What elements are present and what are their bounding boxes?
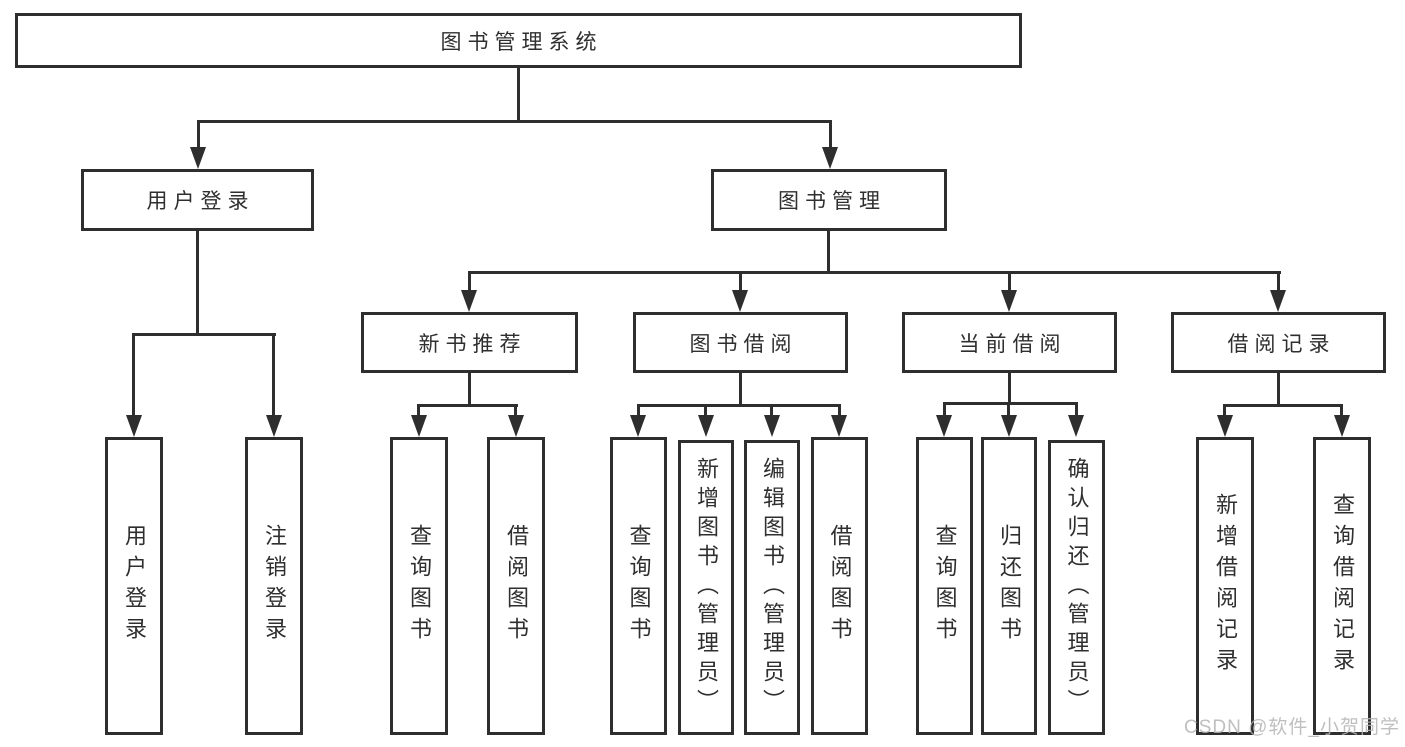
connector-current-borrow-branch [943, 402, 1078, 405]
connector-to-nb-borrow [514, 404, 517, 420]
node-label: 查询图书 [407, 524, 432, 648]
node-leaf-confirm-return-admin: 确认归还（管理员） [1048, 440, 1105, 735]
node-leaf-borrow-books: 借阅图书 [487, 437, 545, 735]
connector-to-leaf-login [132, 333, 135, 417]
node-leaf-query-books: 查询图书 [390, 437, 448, 735]
connector-to-cb-query [943, 402, 946, 418]
connector-borrow-record-stem [1277, 373, 1280, 406]
node-leaf-query-books: 查询图书 [610, 437, 667, 735]
node-label: 图书管理 [778, 190, 886, 213]
arrowhead-cb-query [936, 415, 952, 437]
connector-user-login-branch [132, 333, 276, 336]
connector-book-mgmt-branch [468, 271, 1281, 274]
node-leaf-query-borrow-record: 查询借阅记录 [1313, 437, 1371, 735]
connector-to-borrow-record [1277, 271, 1280, 293]
connector-borrow-record-branch [1223, 404, 1343, 407]
connector-to-bb-edit [770, 404, 773, 420]
node-leaf-add-books-admin: 新增图书（管理员） [678, 440, 734, 735]
node-library-management-system: 图书管理系统 [15, 13, 1022, 68]
node-label: 编辑图书（管理员） [760, 457, 785, 718]
node-leaf-borrow-books: 借阅图书 [811, 437, 868, 735]
node-label: 查询图书 [932, 524, 958, 648]
connector-to-cb-confirm [1075, 402, 1078, 418]
arrowhead-nb-query [411, 415, 427, 437]
connector-to-br-add [1223, 404, 1226, 420]
connector-to-cb-return [1007, 402, 1010, 418]
connector-to-book-borrow [739, 271, 742, 293]
node-label: 借阅图书 [504, 524, 529, 648]
node-book-management: 图书管理 [711, 169, 947, 231]
node-label: 借阅记录 [1227, 332, 1336, 356]
node-label: 图书管理系统 [440, 30, 603, 54]
connector-user-login-stem [196, 231, 199, 335]
node-leaf-query-books: 查询图书 [916, 437, 973, 735]
arrowhead-nb-borrow [508, 415, 524, 437]
arrowhead-leaf-login [126, 415, 142, 437]
node-label: 借阅图书 [827, 524, 853, 648]
node-leaf-user-login: 用户登录 [105, 437, 163, 735]
connector-to-bb-add [704, 404, 707, 420]
arrowhead-new-book [461, 290, 477, 312]
arrowhead-bb-add [698, 415, 714, 437]
connector-to-br-query [1340, 404, 1343, 420]
connector-to-bb-borrow [838, 404, 841, 420]
arrowhead-book-borrow [732, 290, 748, 312]
node-label: 用户登录 [146, 190, 255, 213]
node-user-login: 用户登录 [81, 169, 314, 231]
node-label: 注销登录 [262, 524, 287, 648]
connector-root-branch [197, 120, 832, 123]
connector-to-book-mgmt [829, 120, 832, 150]
connector-to-bb-query [637, 404, 640, 420]
arrowhead-current-borrow [1001, 290, 1017, 312]
node-new-book-recommend: 新书推荐 [361, 312, 578, 373]
arrowhead-leaf-logout [266, 415, 282, 437]
arrowhead-br-add [1217, 415, 1233, 437]
connector-to-nb-query [417, 404, 420, 420]
connector-to-leaf-logout [272, 333, 275, 417]
node-label: 确认归还（管理员） [1064, 457, 1090, 718]
connector-new-book-branch [417, 404, 518, 407]
node-borrowing-records: 借阅记录 [1171, 312, 1386, 373]
arrowhead-cb-return [1001, 415, 1017, 437]
connector-to-new-book [468, 271, 471, 293]
arrowhead-book-mgmt [822, 147, 838, 169]
node-label: 归还图书 [997, 524, 1022, 648]
connector-current-borrow-stem [1008, 373, 1011, 404]
node-label: 查询借阅记录 [1330, 493, 1355, 679]
arrowhead-borrow-record [1270, 290, 1286, 312]
node-leaf-edit-books-admin: 编辑图书（管理员） [744, 440, 800, 735]
arrowhead-br-query [1334, 415, 1350, 437]
node-label: 当前借阅 [958, 332, 1067, 356]
arrowhead-cb-confirm [1068, 415, 1084, 437]
connector-to-user-login [197, 120, 200, 150]
node-leaf-add-borrow-record: 新增借阅记录 [1196, 437, 1254, 735]
node-current-borrowing: 当前借阅 [902, 312, 1117, 373]
csdn-watermark: CSDN @软件_小贺同学 [1184, 717, 1400, 738]
node-leaf-return-books: 归还图书 [981, 437, 1037, 735]
node-label: 新增借阅记录 [1213, 493, 1238, 679]
connector-to-current-borrow [1008, 271, 1011, 293]
node-book-borrowing: 图书借阅 [633, 312, 848, 373]
node-label: 新书推荐 [418, 332, 527, 356]
arrowhead-bb-edit [764, 415, 780, 437]
connector-book-borrow-branch [637, 404, 841, 407]
node-label: 图书借阅 [689, 332, 798, 356]
connector-book-borrow-stem [739, 373, 742, 406]
node-label: 新增图书（管理员） [694, 457, 719, 718]
connector-book-mgmt-stem [827, 231, 830, 273]
arrowhead-user-login [190, 147, 206, 169]
node-label: 用户登录 [122, 524, 147, 648]
node-label: 查询图书 [626, 524, 652, 648]
arrowhead-bb-borrow [831, 415, 847, 437]
connector-new-book-stem [468, 373, 471, 406]
connector-root-stem [517, 68, 520, 122]
node-leaf-logout: 注销登录 [245, 437, 303, 735]
arrowhead-bb-query [630, 415, 646, 437]
